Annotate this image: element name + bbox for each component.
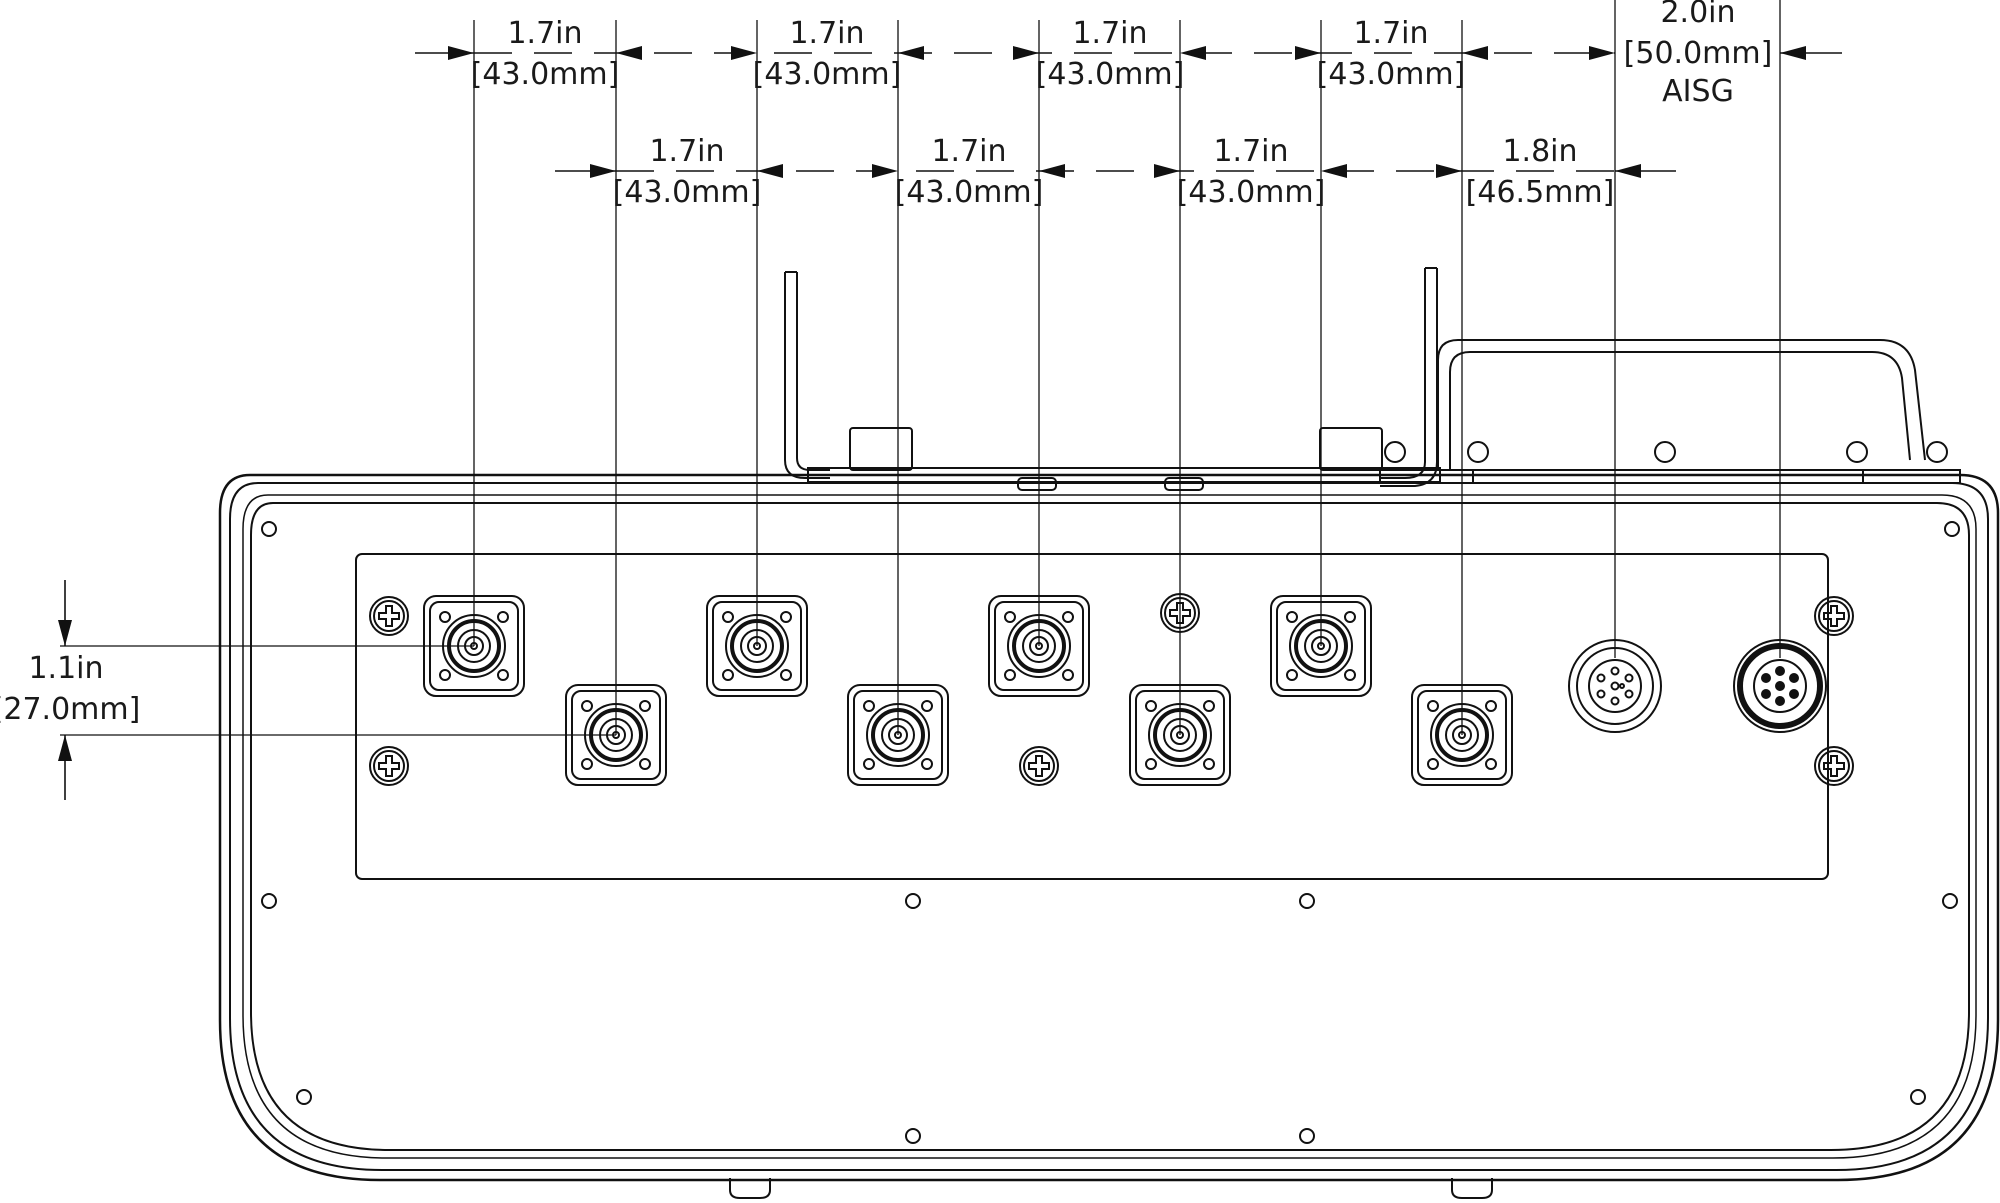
dim-second-1-in: 1.7in [649, 134, 724, 169]
aisg-connector-female [1568, 639, 1662, 733]
phillips-screw [369, 746, 409, 786]
dimension-arrow [1321, 164, 1347, 178]
dim-second-4-mm: [46.5mm] [1466, 175, 1615, 210]
dimension-arrow [1462, 46, 1488, 60]
dimension-arrow [1615, 164, 1641, 178]
rf-connectors [423, 595, 1513, 786]
extension-lines [60, 0, 1781, 736]
phillips-screw [1814, 596, 1854, 636]
phillips-screw [1019, 746, 1059, 786]
dimension-arrow [448, 46, 474, 60]
dim-top-5-mm: [50.0mm] [1624, 36, 1773, 71]
dimension-arrows [58, 46, 1806, 761]
dimension-arrow [590, 164, 616, 178]
dim-top-3-mm: [43.0mm] [1036, 57, 1185, 92]
dim-second-2-mm: [43.0mm] [895, 175, 1044, 210]
dim-top-2-mm: [43.0mm] [753, 57, 902, 92]
dimension-arrow [1013, 46, 1039, 60]
dim-top-3-in: 1.7in [1072, 16, 1147, 51]
dimension-arrow [1295, 46, 1321, 60]
dimension-arrow [1780, 46, 1806, 60]
mounting-brackets [784, 267, 1438, 487]
dimension-arrow [872, 164, 898, 178]
dimension-arrow [58, 620, 72, 646]
aisg-housing [1379, 339, 1961, 484]
enclosure [218, 473, 2000, 1199]
dim-top-5-in: 2.0in [1660, 0, 1735, 30]
rf-connector [847, 684, 949, 786]
connector-plate [355, 553, 1829, 880]
dimension-arrow [731, 46, 757, 60]
dim-second-4-in: 1.8in [1502, 134, 1577, 169]
dimension-arrow [898, 46, 924, 60]
phillips-screw [1814, 746, 1854, 786]
dim-second-3-in: 1.7in [1213, 134, 1288, 169]
dim-vertical-mm: [27.0mm] [0, 692, 140, 727]
aisg-connectors [1568, 639, 1827, 733]
enclosure-holes [261, 521, 1960, 1144]
dim-top-1-mm: [43.0mm] [471, 57, 620, 92]
dim-second-3-mm: [43.0mm] [1177, 175, 1326, 210]
dimension-arrow [1436, 164, 1462, 178]
dim-top-4-mm: [43.0mm] [1317, 57, 1466, 92]
dim-vertical-in: 1.1in [28, 651, 103, 686]
dimension-arrow [616, 46, 642, 60]
dimension-arrow [1039, 164, 1065, 178]
dim-top-2-in: 1.7in [789, 16, 864, 51]
dimension-arrow [58, 735, 72, 761]
dimension-labels: 1.7in [43.0mm] 1.7in [43.0mm] 1.7in [43.… [0, 0, 1772, 727]
phillips-screw [369, 596, 409, 636]
dimension-arrow [1180, 46, 1206, 60]
dim-top-4-in: 1.7in [1353, 16, 1428, 51]
dimension-arrow [1589, 46, 1615, 60]
dim-top-1-in: 1.7in [507, 16, 582, 51]
top-plate [807, 427, 1441, 491]
dim-second-1-mm: [43.0mm] [613, 175, 762, 210]
dim-top-5-note: AISG [1662, 74, 1734, 109]
dimension-arrow [1154, 164, 1180, 178]
dimension-arrow [757, 164, 783, 178]
dim-second-2-in: 1.7in [931, 134, 1006, 169]
